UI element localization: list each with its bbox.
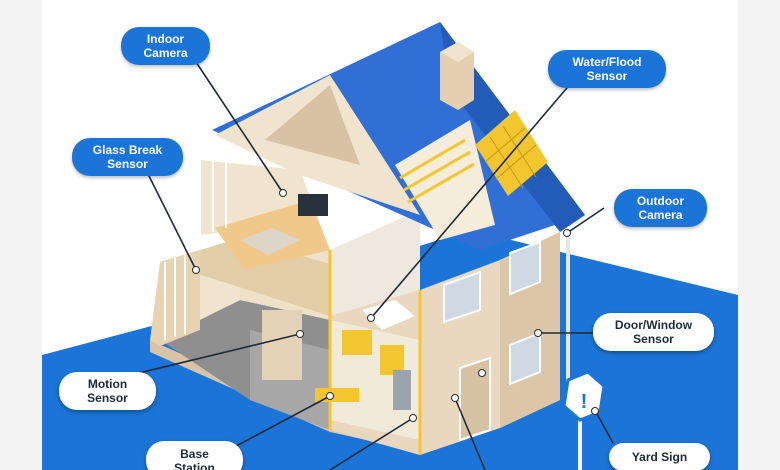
leader-water-flood xyxy=(370,81,573,319)
door-window-dot xyxy=(534,329,542,337)
leader-door-lower xyxy=(454,397,486,470)
kitchen-cabinet xyxy=(342,330,372,355)
right-margin xyxy=(738,0,780,470)
bedroom xyxy=(330,210,420,316)
front-door xyxy=(459,356,491,442)
fridge xyxy=(393,370,411,410)
leader-base-station xyxy=(224,395,331,453)
house xyxy=(150,22,585,455)
front-door-dot xyxy=(478,369,486,377)
bed xyxy=(362,300,415,330)
door-sensor-dot xyxy=(451,394,459,402)
tv xyxy=(298,194,328,216)
indoor-camera-dot xyxy=(279,189,287,197)
base-station-label: Base Station xyxy=(146,441,243,470)
left-margin xyxy=(0,0,42,470)
outdoor-camera-dot xyxy=(563,229,571,237)
glass-break-sensor-label: Glass Break Sensor xyxy=(72,138,183,176)
interior-door xyxy=(262,310,302,380)
indoor-camera-label: Indoor Camera xyxy=(121,27,210,65)
yard-sign-label: Yard Sign xyxy=(609,443,710,470)
right-wall-windows xyxy=(443,240,541,386)
attic-interior xyxy=(265,85,360,165)
yard-sign-dot xyxy=(591,407,599,415)
motion-sensor-label: Motion Sensor xyxy=(59,372,156,410)
water-sensor-dot xyxy=(367,314,375,322)
water-flood-sensor-label: Water/Flood Sensor xyxy=(548,50,666,88)
insulation xyxy=(399,138,475,204)
roof-main xyxy=(212,22,585,250)
outdoor-camera-label: Outdoor Camera xyxy=(614,189,707,227)
solar-grid xyxy=(484,125,537,189)
leader-yard-sign xyxy=(595,411,614,444)
motion-sensor-dot xyxy=(296,330,304,338)
deck-railing xyxy=(164,155,227,340)
leader-glass-break xyxy=(146,171,197,271)
kitchen-sensor-dot xyxy=(409,414,417,422)
chimney-top xyxy=(440,42,474,62)
chimney xyxy=(440,42,474,110)
door-window-sensor-label: Door/Window Sensor xyxy=(593,313,714,351)
glass-break-dot xyxy=(192,266,200,274)
leader-indoor-camera xyxy=(195,61,284,194)
exclamation-icon: ! xyxy=(581,391,588,413)
leader-outdoor-camera xyxy=(566,207,605,234)
leader-base-lower xyxy=(329,417,414,470)
sofa xyxy=(240,228,300,255)
leader-lines xyxy=(109,61,614,470)
base-station-dot xyxy=(326,392,334,400)
